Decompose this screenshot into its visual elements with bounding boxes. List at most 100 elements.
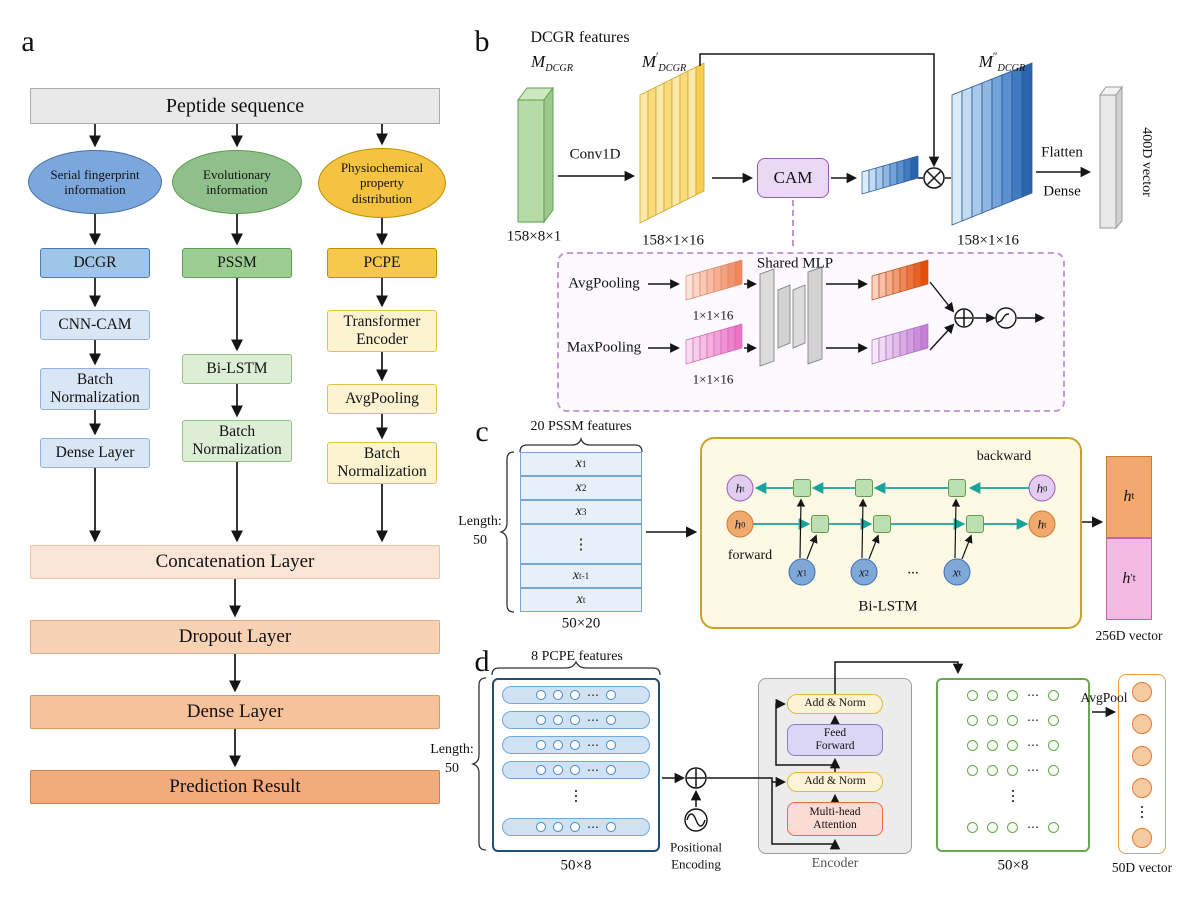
encoded-row-last: ⋯ — [944, 819, 1082, 835]
m-dcgr-label: MDCGR — [531, 51, 573, 75]
dense-layer-dcgr-box: Dense Layer — [40, 438, 150, 468]
h-sub: 0 — [741, 519, 746, 529]
cam-detail-arrows — [648, 279, 1045, 353]
cell-circle — [1007, 689, 1018, 701]
cell-circle — [570, 765, 580, 775]
dcgr-box: DCGR — [40, 248, 150, 278]
cell-circle — [967, 739, 978, 751]
attention-weight-stack — [861, 155, 919, 195]
flatten-label: Flatten — [1041, 144, 1083, 161]
h-sub: t — [742, 483, 745, 493]
m-sub: DCGR — [997, 63, 1026, 75]
row-base: x — [576, 592, 583, 607]
serial-fingerprint-ellipse: Serial fingerprint information — [28, 150, 162, 214]
x-sub: 1 — [802, 567, 807, 577]
cell-circle — [570, 715, 580, 725]
dim-50x8-out: 50×8 — [997, 857, 1029, 874]
length-label-d1: Length: — [430, 741, 474, 757]
feed-forward-label: Feed Forward — [815, 726, 855, 752]
encoded-row-4: ⋯ — [944, 762, 1082, 778]
m-sub: DCGR — [545, 63, 573, 75]
h-sub: 0 — [1043, 483, 1048, 493]
cdots-glyph: ⋯ — [587, 820, 599, 834]
cell-circle — [1048, 714, 1059, 726]
cell-circle — [967, 821, 978, 833]
pcpe-row-3: ⋯ — [502, 736, 650, 754]
cell-circle — [606, 715, 616, 725]
output-unit-1 — [1132, 682, 1152, 702]
add-icon-pe — [685, 767, 707, 789]
cell-circle — [987, 689, 998, 701]
pcpe-features-label: 8 PCPE features — [531, 648, 623, 664]
cell-circle — [536, 715, 546, 725]
row-base: x — [575, 456, 582, 471]
m-prime-dcgr-label: M′DCGR — [642, 51, 686, 75]
h-base: h — [1122, 569, 1131, 587]
output-unit-3 — [1132, 746, 1152, 766]
h-sub: t — [1132, 573, 1136, 585]
cell-circle — [967, 764, 978, 776]
pssm-row-vdots: ⋮ — [520, 524, 642, 564]
h-sup: ′ — [1130, 573, 1133, 585]
cell-circle — [987, 739, 998, 751]
mha-line2: Attention — [813, 819, 857, 831]
concatenation-layer-bar: Concatenation Layer — [30, 545, 440, 579]
dim-50x20: 50×20 — [561, 615, 601, 632]
row-sub: 3 — [581, 507, 587, 517]
bilstm-container — [700, 437, 1082, 629]
row-sub: 2 — [581, 483, 587, 493]
cell-circle — [553, 715, 563, 725]
cell-circle — [1007, 714, 1018, 726]
add-norm-top-box: Add & Norm — [787, 694, 883, 714]
row-sub: t-1 — [579, 571, 590, 581]
h-base: h — [1037, 516, 1045, 531]
cell-circle — [606, 765, 616, 775]
m-base: M — [978, 51, 993, 71]
cell-circle — [967, 714, 978, 726]
output-unit-4 — [1132, 778, 1152, 798]
avgpooling-label: AvgPooling — [568, 275, 640, 292]
pcpe-row-1: ⋯ — [502, 686, 650, 704]
pssm-box: PSSM — [182, 248, 292, 278]
cdots-glyph: ⋯ — [1027, 688, 1039, 702]
cell-circle — [536, 740, 546, 750]
cell-circle — [553, 690, 563, 700]
output-unit-last — [1132, 828, 1152, 848]
encoded-row-1: ⋯ — [944, 687, 1082, 703]
cell-circle — [553, 765, 563, 775]
conv1d-label: Conv1D — [569, 146, 621, 163]
maxpooling-label: MaxPooling — [566, 339, 642, 356]
cell-circle — [606, 822, 616, 832]
lstm-cell-forward-3 — [966, 515, 984, 533]
vector-50d-label: 50D vector — [1111, 860, 1173, 876]
forward-label: forward — [727, 547, 773, 563]
m-base: M — [531, 51, 546, 71]
prediction-result-bar: Prediction Result — [30, 770, 440, 804]
x-sub: 2 — [864, 567, 869, 577]
row-sub: 1 — [581, 459, 587, 469]
row-sub: t — [582, 595, 586, 605]
h-base: h — [735, 480, 743, 495]
input-hdots: ... — [907, 561, 919, 578]
cnn-cam-box: CNN-CAM — [40, 310, 150, 340]
dense-layer-bar: Dense Layer — [30, 695, 440, 729]
positional-encoding-icon — [684, 808, 708, 832]
cdots-glyph: ⋯ — [1027, 763, 1039, 777]
length-label-c2: 50 — [473, 532, 487, 548]
panel-b-tag: b — [474, 24, 490, 58]
cell-circle — [570, 690, 580, 700]
output-unit-2 — [1132, 714, 1152, 734]
vector-400d-label: 400D vector — [1139, 127, 1155, 197]
cell-circle — [987, 764, 998, 776]
h-sub: t — [1131, 491, 1135, 503]
encoded-row-2: ⋯ — [944, 712, 1082, 728]
cell-circle — [967, 689, 978, 701]
dim-50x8-in: 50×8 — [560, 857, 592, 874]
